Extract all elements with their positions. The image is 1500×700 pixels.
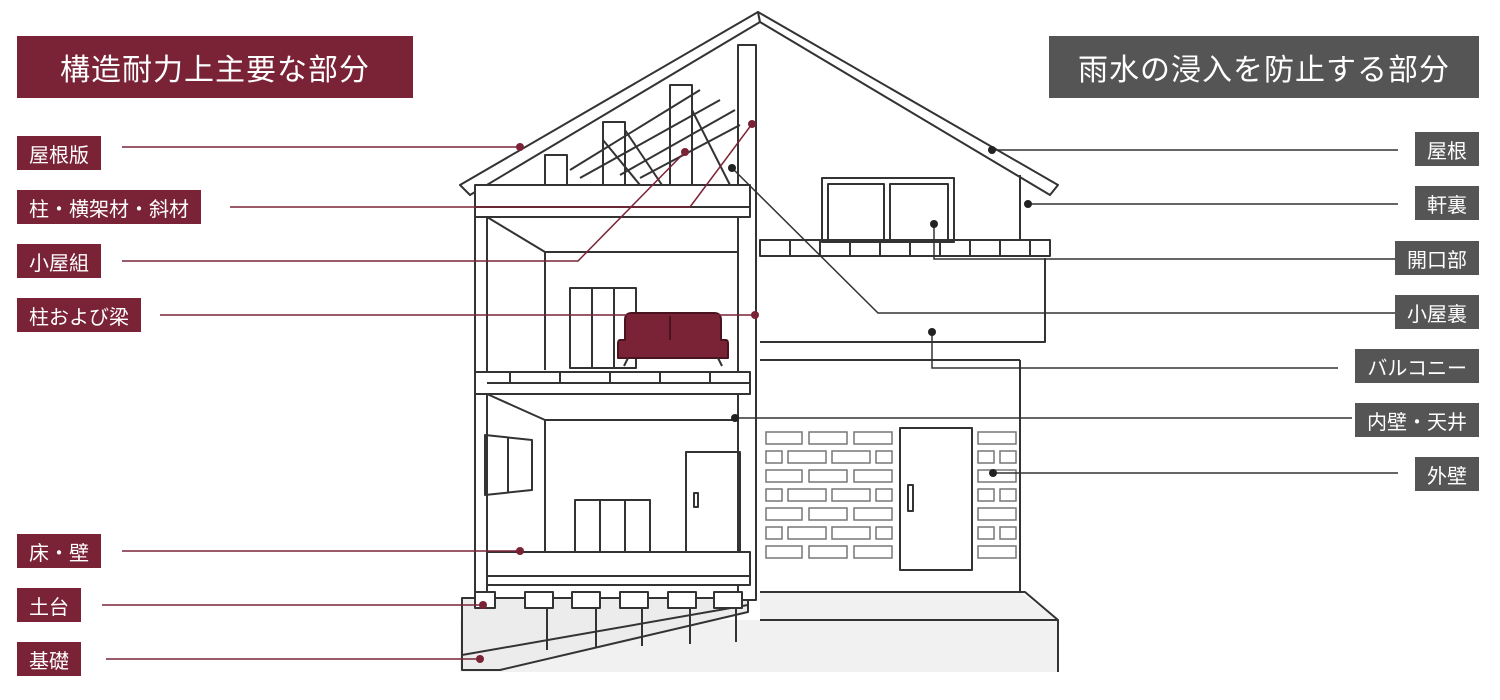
label-roof: 屋根 [1415,132,1479,166]
label-roof-slab: 屋根版 [17,136,101,170]
water-header: 雨水の浸入を防止する部分 [1049,36,1479,98]
label-roof-truss: 小屋組 [17,244,101,278]
label-balcony: バルコニー [1355,349,1479,383]
label-attic: 小屋裏 [1395,295,1479,329]
label-sill: 土台 [17,588,81,622]
label-exterior-wall: 外壁 [1415,457,1479,491]
label-columns-beams-braces: 柱・横架材・斜材 [17,190,201,224]
label-opening: 開口部 [1395,241,1479,275]
label-columns-and-beams: 柱および梁 [17,298,141,332]
label-foundation: 基礎 [17,642,81,676]
label-floor-wall: 床・壁 [17,534,101,568]
label-soffit: 軒裏 [1415,186,1479,220]
label-interior-wall-ceiling: 内壁・天井 [1355,403,1479,437]
structural-header: 構造耐力上主要な部分 [17,36,413,98]
